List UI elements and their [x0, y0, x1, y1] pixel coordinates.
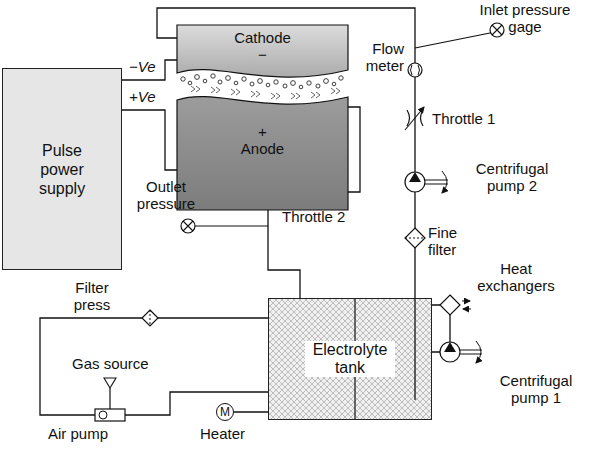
- electrolyte-tank: Electrolyte tank: [268, 298, 432, 420]
- electrode-label: +: [258, 123, 267, 140]
- cathode-tool: Cathode−: [177, 25, 348, 95]
- power-supply-box: Pulse power supply: [2, 68, 122, 270]
- pump-symbol: [440, 341, 482, 363]
- pump-label: Air pump: [48, 425, 118, 442]
- heater-motor: M: [216, 403, 234, 421]
- suction-pipe: [414, 298, 415, 400]
- pump-label: Centrifugal pump 1: [486, 372, 586, 406]
- power-wire: [122, 110, 177, 170]
- filter-label: Fine filter: [428, 224, 472, 258]
- heat-exchanger-symbol: [440, 295, 471, 315]
- filter-symbol: [405, 228, 425, 248]
- electrode-label: −: [258, 46, 267, 63]
- electrode-label: Anode: [241, 140, 284, 157]
- electrode-label: Cathode: [234, 29, 291, 46]
- throttle-symbol: [405, 107, 424, 130]
- inlet-pressure-gage: [490, 23, 504, 37]
- box-title: Pulse power supply: [31, 141, 93, 198]
- inlet-pipe: [157, 8, 415, 298]
- voltage-label: −Ve: [128, 58, 157, 75]
- gas-pipe: [40, 318, 268, 415]
- voltage-label: +Ve: [128, 88, 157, 105]
- motor-letter: M: [220, 406, 230, 418]
- source-label: Gas source: [72, 355, 162, 372]
- filter-symbol: [142, 310, 158, 326]
- gage-label: Outlet pressure: [132, 178, 200, 212]
- outlet-pressure-gage: [181, 219, 195, 233]
- anode-workpiece: +Anode: [177, 85, 348, 210]
- gage-label: Inlet pressure gage: [470, 1, 580, 35]
- gage-line: [195, 225, 268, 226]
- pump-label: Centrifugal pump 2: [462, 160, 562, 194]
- tank-hatch: [268, 298, 432, 420]
- flow-meter-symbol: [408, 63, 422, 77]
- filter-label: Filter press: [66, 279, 118, 313]
- air-pump-symbol: [95, 378, 125, 421]
- heater-lead: [234, 411, 268, 412]
- gage-line: [415, 33, 490, 48]
- pump-symbol: [405, 171, 448, 193]
- box-title: Electrolyte tank: [305, 341, 395, 377]
- throttle-label: Throttle 2: [282, 208, 357, 225]
- heater-label: Heater: [200, 425, 260, 442]
- throttle-label: Throttle 1: [432, 110, 512, 127]
- meter-label: Flow meter: [362, 40, 404, 74]
- exchanger-label: Heat exchangers: [466, 260, 566, 294]
